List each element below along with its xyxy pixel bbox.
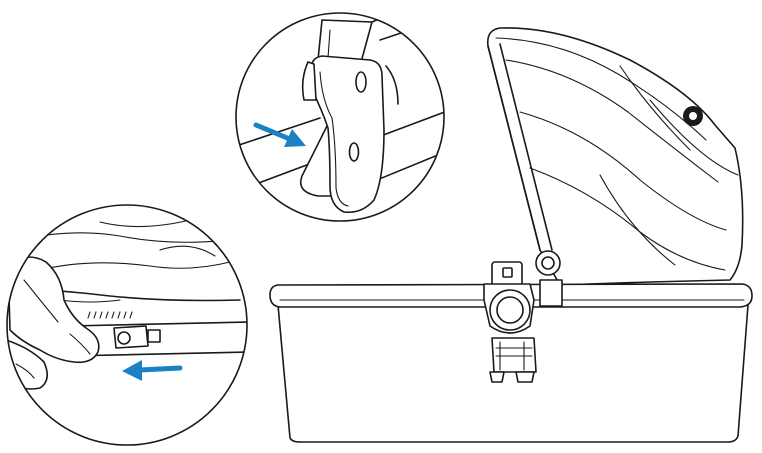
inset-top-detail	[230, 10, 450, 221]
inset-bottom-detail	[6, 205, 250, 445]
canopy	[488, 28, 743, 285]
